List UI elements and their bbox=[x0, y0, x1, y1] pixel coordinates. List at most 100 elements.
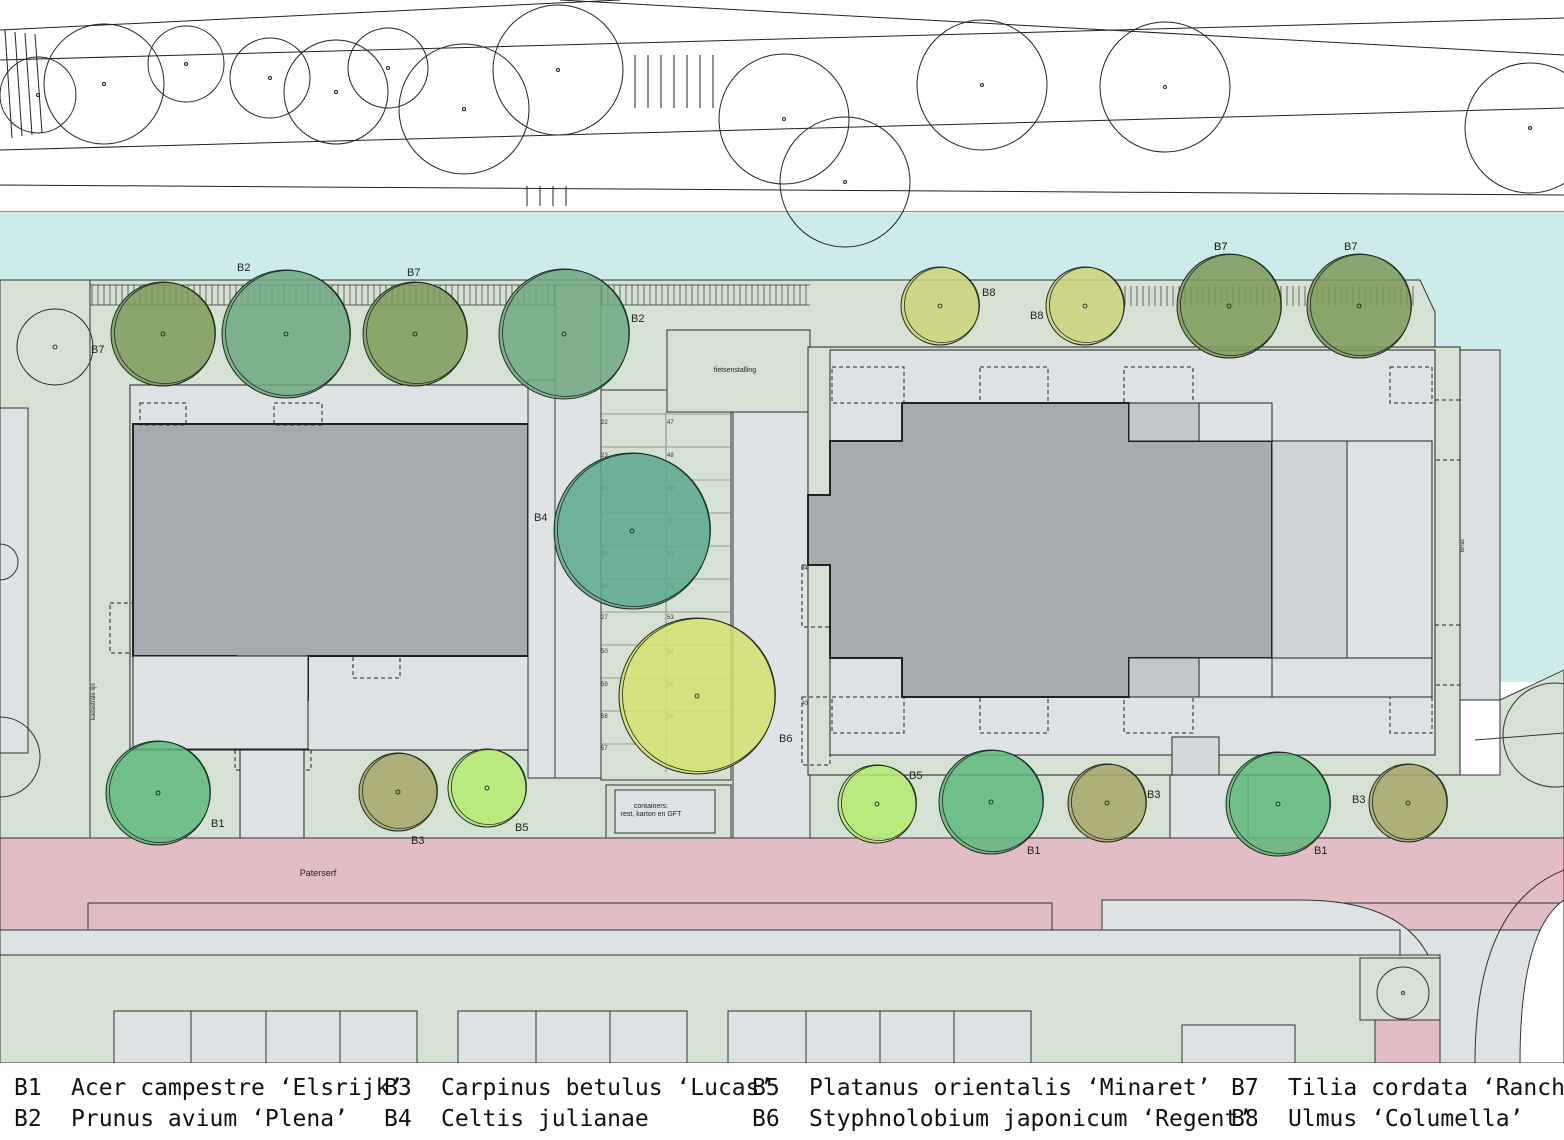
legend-name: Styphnolobium japonicum ‘Regent’ bbox=[809, 1106, 1253, 1132]
tree-crown-outline bbox=[904, 267, 980, 343]
hatch-marks bbox=[4, 29, 714, 206]
tree-trunk bbox=[1082, 303, 1088, 309]
parking-number: 23 bbox=[601, 453, 608, 459]
tree-label: B5 bbox=[515, 822, 528, 834]
tree-trunk bbox=[52, 344, 58, 350]
tree-b1 bbox=[1225, 751, 1331, 857]
tree-label: B7 bbox=[1344, 241, 1357, 253]
tree-b4 bbox=[553, 452, 711, 610]
tree-label: B4 bbox=[534, 512, 547, 524]
tree-trunk bbox=[283, 331, 289, 337]
parking-number: 27 bbox=[601, 615, 608, 621]
tree-b1 bbox=[938, 749, 1044, 855]
legend-code: B3 bbox=[384, 1075, 412, 1101]
tree-crown-outline bbox=[109, 741, 211, 843]
parking-number: 50 bbox=[601, 649, 608, 655]
tree-trunk bbox=[1104, 800, 1110, 806]
legend-code: B4 bbox=[384, 1106, 412, 1132]
tree-crown bbox=[358, 752, 438, 832]
parking-number: 57 bbox=[601, 746, 608, 752]
tree-crown-outline bbox=[1049, 267, 1125, 343]
tree-crown bbox=[553, 452, 711, 610]
parking-number: 40 bbox=[801, 701, 808, 707]
tree-b7 bbox=[16, 308, 94, 386]
legend-name: Prunus avium ‘Plena’ bbox=[71, 1106, 348, 1132]
tree-label: B1 bbox=[211, 818, 224, 830]
tree-b8 bbox=[900, 266, 980, 346]
tree-label: B7 bbox=[91, 344, 104, 356]
tree-crown bbox=[900, 266, 980, 346]
legend-code: B6 bbox=[752, 1106, 780, 1132]
tree-b6 bbox=[618, 617, 776, 775]
plan-labels: fietsenstalling containers: rest, karton… bbox=[91, 367, 1466, 878]
tree-b7 bbox=[362, 281, 468, 387]
legend-name: Ulmus ‘Columella’ bbox=[1288, 1106, 1524, 1132]
tree-label: B7 bbox=[1214, 241, 1227, 253]
tree-b3 bbox=[1368, 763, 1448, 843]
tree-label: B6 bbox=[779, 733, 792, 745]
tree-crown bbox=[938, 749, 1044, 855]
tree-crown bbox=[105, 740, 211, 846]
tree-crown-outline bbox=[622, 618, 776, 772]
legend-name: Carpinus betulus ‘Lucas’ bbox=[441, 1075, 774, 1101]
kadastrale-label: kadastrale lijn bbox=[91, 683, 97, 720]
tree-crown bbox=[1306, 253, 1412, 359]
tree-b5 bbox=[447, 748, 527, 828]
tree-crown-outline bbox=[114, 282, 216, 384]
tree-crown-outline bbox=[1372, 764, 1448, 840]
parking-number: 58 bbox=[601, 714, 608, 720]
tree-b5 bbox=[837, 764, 917, 844]
tree-label: B8 bbox=[1030, 310, 1043, 322]
containers-label: containers: bbox=[634, 803, 668, 810]
tree-trunk bbox=[1356, 303, 1362, 309]
tree-crown-outline bbox=[1229, 752, 1331, 854]
tree-crown-outline bbox=[942, 750, 1044, 852]
tree-crown bbox=[1225, 751, 1331, 857]
tree-crown-outline bbox=[841, 765, 917, 841]
street bbox=[0, 837, 1564, 1063]
legend-code: B8 bbox=[1231, 1106, 1259, 1132]
tree-label: B5 bbox=[909, 770, 922, 782]
legend-name: Platanus orientalis ‘Minaret’ bbox=[809, 1075, 1211, 1101]
tree-b3 bbox=[358, 752, 438, 832]
tree-label: B2 bbox=[631, 313, 644, 325]
tree-crown-outline bbox=[502, 269, 630, 397]
tree-crown-outline bbox=[225, 270, 351, 396]
tree-b2 bbox=[498, 268, 630, 400]
tree-crown-outline bbox=[1180, 254, 1282, 356]
parking-number: 59 bbox=[601, 682, 608, 688]
tree-crown bbox=[16, 308, 94, 386]
tree-b7 bbox=[110, 281, 216, 387]
legend-name: Acer campestre ‘Elsrijk’ bbox=[71, 1075, 404, 1101]
tree-b8 bbox=[1045, 266, 1125, 346]
lower-area bbox=[0, 929, 1441, 1063]
parking-number: 53 bbox=[667, 615, 674, 621]
containers-sub-label: rest, karton en GFT bbox=[621, 811, 682, 818]
legend-name: Tilia cordata ‘Rancho’ bbox=[1288, 1075, 1564, 1101]
legend-name: Celtis julianae bbox=[441, 1106, 649, 1132]
right-building bbox=[801, 346, 1461, 839]
tree-trunk bbox=[1405, 800, 1411, 806]
tree-b7 bbox=[1306, 253, 1412, 359]
tree-crown bbox=[1045, 266, 1125, 346]
tree-crown-outline bbox=[451, 749, 527, 825]
tree-crown bbox=[447, 748, 527, 828]
site-plan: fietsenstalling containers: rest, karton… bbox=[0, 0, 1564, 1063]
tree-b7 bbox=[1176, 253, 1282, 359]
tree-trunk bbox=[155, 790, 161, 796]
tree-trunk bbox=[1226, 303, 1232, 309]
tree-crown-outline bbox=[557, 453, 711, 607]
tree-crown bbox=[221, 269, 351, 399]
parking-number: 47 bbox=[667, 420, 674, 426]
tree-trunk bbox=[561, 331, 567, 337]
tree-trunk bbox=[629, 528, 635, 534]
legend-code: B7 bbox=[1231, 1075, 1259, 1101]
tree-trunk bbox=[160, 331, 166, 337]
tree-trunk bbox=[395, 789, 401, 795]
street-name: Paterserf bbox=[300, 868, 337, 878]
tree-crown-outline bbox=[366, 282, 468, 384]
tree-crown-outline bbox=[362, 753, 438, 829]
tree-crown bbox=[362, 281, 468, 387]
parking-number: 48 bbox=[667, 453, 674, 459]
